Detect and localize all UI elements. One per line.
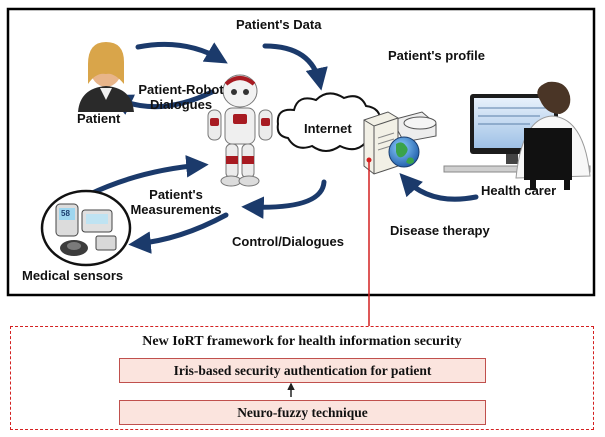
arrow-robot-to-internet [262,43,328,91]
server-icon [363,111,437,175]
internet-cloud [276,92,382,152]
patient-robot-line2: Dialogues [149,97,213,112]
measurements-line2: Measurements [130,202,222,217]
arrow-sensors-to-robot [85,155,209,198]
medical-sensors-icon [40,189,132,267]
iort-framework-box: New IoRT framework for health informatio… [10,326,594,430]
health-carer-label: Health carer [481,183,557,198]
internet-label: Internet [304,121,352,136]
iris-authentication-layer: Iris-based security authentication for p… [119,358,486,383]
control-dialogues-label: Control/Dialogues [232,234,344,249]
arrow-robot-to-sensors [128,212,229,254]
patients-profile-label: Patient's profile [388,48,485,63]
security-connector [366,157,372,326]
system-frame [6,7,596,297]
patient-label: Patient [77,111,121,126]
measurements-line1: Patient's [149,187,203,202]
robot-icon [207,74,273,187]
globe-icon [388,136,420,168]
patients-measurements-label: Patient's Measurements [116,187,236,217]
health-carer-icon [443,81,591,190]
arrow-patient-to-robot [135,41,228,64]
patient-robot-line1: Patient-Robot [138,82,224,97]
sensor-readout: 58 [61,209,70,218]
disease-therapy-label: Disease therapy [390,223,490,238]
framework-title: New IoRT framework for health informatio… [142,334,462,349]
patient-icon [78,42,134,112]
arrow-internet-to-robot [241,179,327,219]
arrow-carer-to-internet [399,173,479,202]
patients-data-label: Patient's Data [236,17,322,32]
patient-robot-dialogues-label: Patient-Robot Dialogues [126,82,236,112]
neuro-fuzzy-layer: Neuro-fuzzy technique [119,400,486,425]
medical-sensors-label: Medical sensors [22,268,124,283]
